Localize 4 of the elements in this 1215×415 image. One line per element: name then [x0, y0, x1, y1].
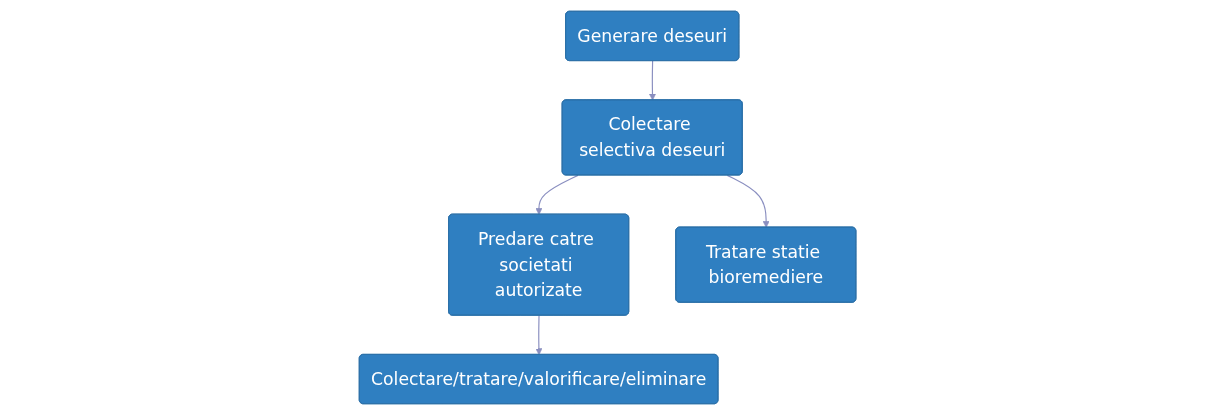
arrow — [726, 174, 770, 228]
arrow — [648, 60, 656, 101]
arrow — [535, 174, 579, 215]
arrow — [535, 315, 543, 356]
